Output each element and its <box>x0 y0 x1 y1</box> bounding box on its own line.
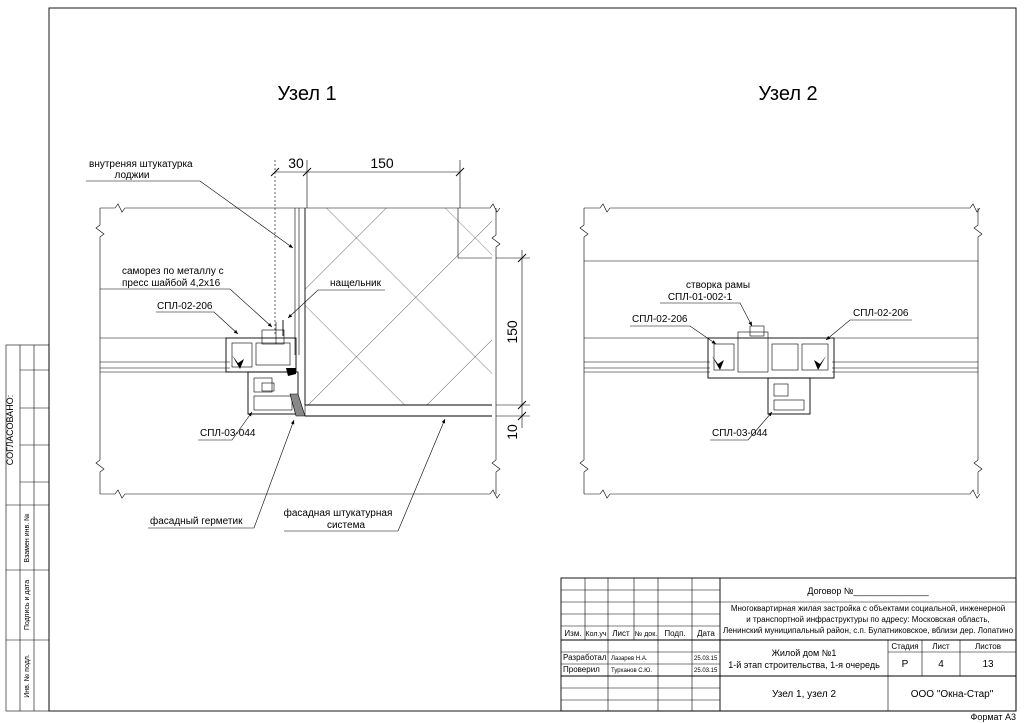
label-sash-2: СПЛ-01-002-1 <box>668 292 733 303</box>
label-inner-plaster-2: лоджии <box>115 170 150 181</box>
person-date-1: 25.03.15 <box>694 656 718 662</box>
building-line-2: 1-й этап строительства, 1-я очередь <box>728 660 880 670</box>
label-node2-profile-right: СПЛ-02-206 <box>853 308 909 319</box>
node2-title: Узел 2 <box>758 83 817 105</box>
hdr-podp: Подп. <box>664 629 685 638</box>
format-label: Формат А3 <box>971 712 1016 722</box>
hdr-stadia: Стадия <box>891 642 918 651</box>
node1-dim-150-h: 150 <box>370 155 394 171</box>
side-stamp: СОГЛАСОВАНО: Взамен инв. № Подпись и дат… <box>5 344 50 712</box>
inv-orig-label: Инв. № подл. <box>24 654 31 698</box>
hdr-listov: Листов <box>975 642 1001 651</box>
object-line-1: Многоквартирная жилая застройка с объект… <box>731 604 1005 613</box>
hdr-kol-uch: Кол.уч <box>586 631 607 638</box>
object-line-3: Ленинский муниципальный район, с.п. Була… <box>723 626 1014 635</box>
person-name-2: Турханов С.Ю. <box>611 668 652 674</box>
person-role-2: Проверил <box>563 665 600 674</box>
node1-drawing: Узел 1 <box>86 83 530 532</box>
label-facade-plaster-2: система <box>327 520 365 531</box>
label-node1-profile-bottom: СПЛ-03-044 <box>200 428 256 439</box>
node1-dim-10: 10 <box>504 424 520 440</box>
hdr-list: Лист <box>612 629 630 638</box>
node1-title: Узел 1 <box>277 83 336 105</box>
hdr-list2: Лист <box>932 642 950 651</box>
label-nashchelnik: нащельник <box>330 278 382 289</box>
label-node2-profile-left: СПЛ-02-206 <box>632 314 688 325</box>
label-screw-1: саморез по металлу с <box>122 266 224 277</box>
label-node1-profile-top: СПЛ-02-206 <box>157 301 213 312</box>
person-name-1: Лазарев Н.А. <box>611 656 648 662</box>
value-stadia: Р <box>902 659 909 670</box>
label-screw-2: пресс шайбой 4,2х16 <box>122 277 221 289</box>
node1-dim-150-v: 150 <box>504 320 520 344</box>
label-sash-1: створка рамы <box>686 280 750 291</box>
person-date-2: 25.03.15 <box>694 668 718 674</box>
replace-inv-label: Взамен инв. № <box>24 513 31 562</box>
value-list: 4 <box>938 659 944 670</box>
contract-number: Договор №_______________ <box>807 586 929 596</box>
hdr-izm: Изм. <box>564 629 581 638</box>
label-facade-plaster-1: фасадная штукатурная <box>284 507 393 519</box>
value-listov: 13 <box>982 659 994 670</box>
hdr-data: Дата <box>697 629 715 638</box>
label-inner-plaster-1: внутреняя штукатурка <box>89 159 193 170</box>
company-name: ООО "Окна-Стар" <box>911 689 994 700</box>
agreed-label: СОГЛАСОВАНО: <box>5 395 15 465</box>
label-node2-profile-bottom: СПЛ-03-044 <box>712 428 768 439</box>
hdr-ndok: № док. <box>635 631 657 638</box>
sign-date-label: Подпись и дата <box>24 580 31 630</box>
object-line-2: и транспортной инфраструктуры по адресу:… <box>746 615 989 624</box>
node1-dim-30: 30 <box>288 155 304 171</box>
title-block: Договор №_______________ Многоквартирная… <box>560 577 1017 712</box>
building-line-1: Жилой дом №1 <box>772 648 837 658</box>
label-sealant: фасадный герметик <box>150 515 243 527</box>
person-role-1: Разработал <box>563 653 607 662</box>
node2-drawing: Узел 2 створка рамы СПЛ-01-002-1 СПЛ-02-… <box>579 83 983 499</box>
sheet-title: Узел 1, узел 2 <box>772 689 837 700</box>
